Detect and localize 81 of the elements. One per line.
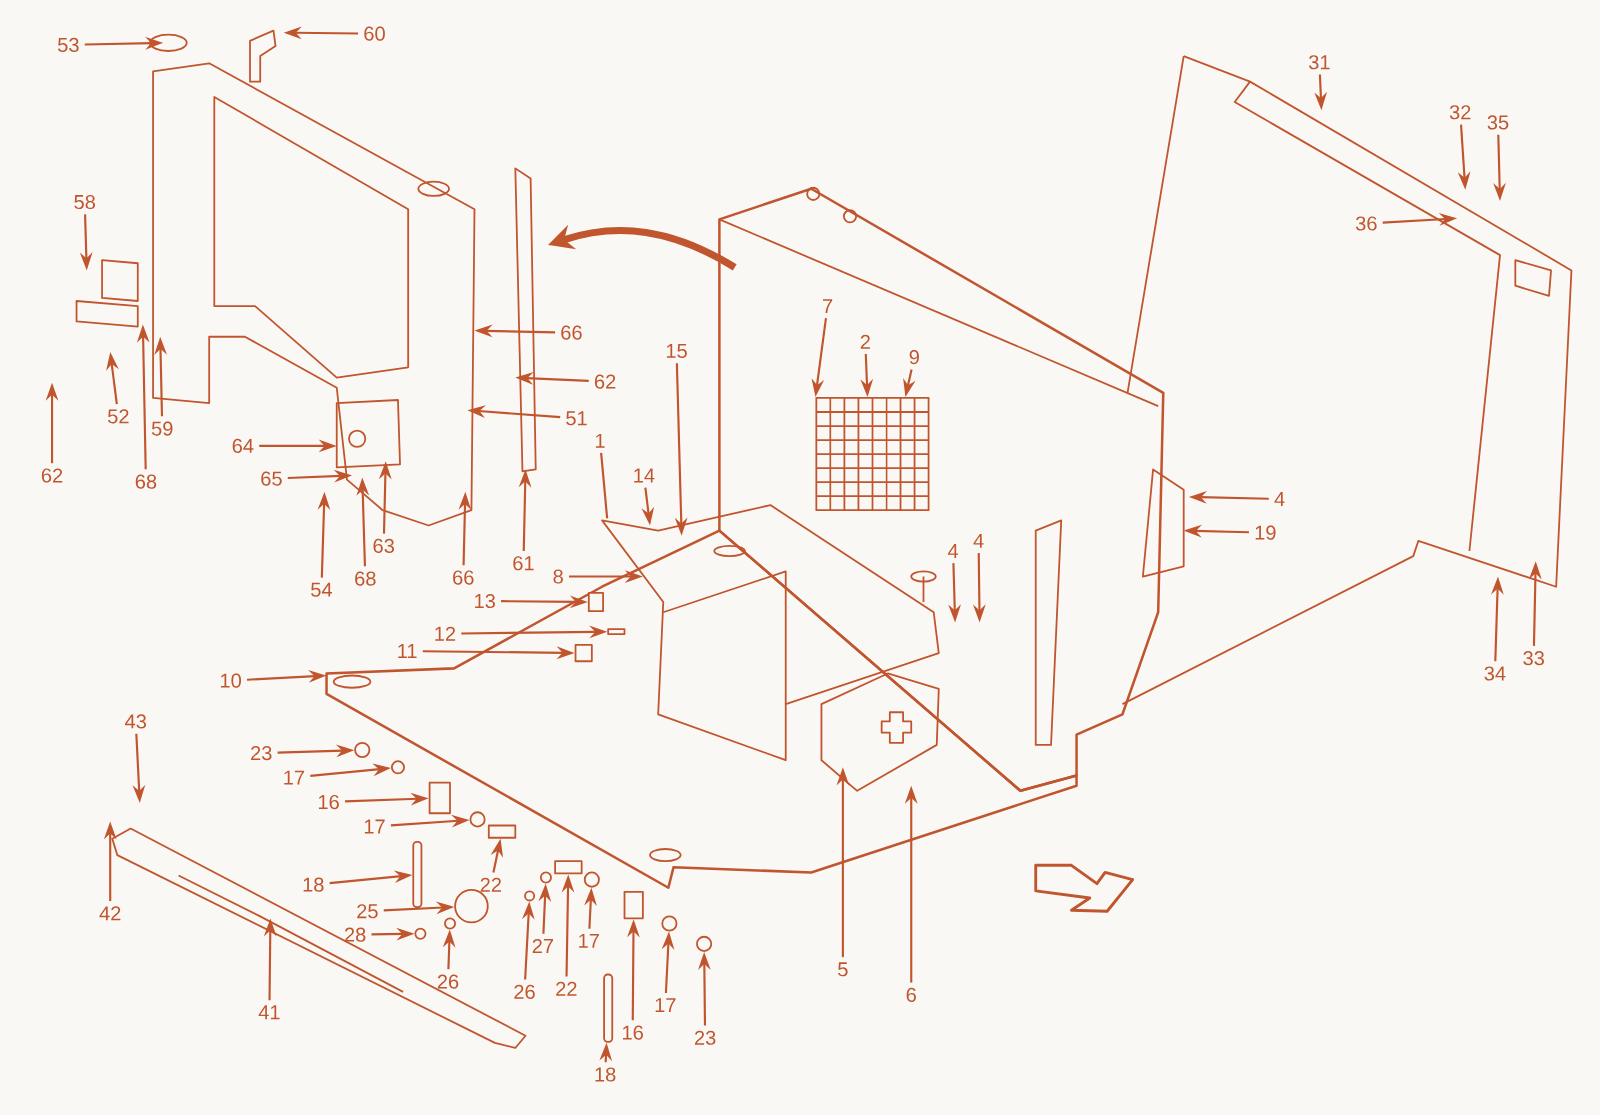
callout-number: 23: [694, 1030, 716, 1045]
bracket: [428, 781, 451, 814]
callout-number: 17: [364, 819, 385, 834]
callout-number: 61: [513, 556, 534, 571]
callout-number: 8: [553, 569, 563, 584]
callout-number: 25: [357, 904, 378, 919]
pin: [607, 628, 626, 635]
callout-number: 5: [838, 962, 848, 977]
washer: [444, 917, 456, 930]
grille: [815, 396, 930, 511]
callout-number: 17: [284, 770, 305, 785]
callout-number: 16: [318, 794, 339, 809]
bracket: [623, 890, 644, 920]
callout-number: 60: [364, 26, 385, 41]
nut: [696, 935, 713, 952]
callout-number: 64: [232, 438, 254, 453]
callout-number: 43: [125, 714, 146, 729]
callout-number: 17: [655, 998, 676, 1012]
callout-number: 31: [1309, 55, 1330, 70]
washer: [524, 890, 536, 902]
callout-number: 66: [453, 570, 474, 585]
callout-number: 2: [860, 334, 870, 349]
callout-number: 36: [1355, 216, 1377, 231]
latch: [587, 591, 604, 612]
callout-number: 65: [261, 471, 282, 486]
callout-number: 32: [1449, 105, 1471, 120]
washer: [390, 760, 405, 775]
washer: [583, 871, 600, 888]
callout-number: 4: [1274, 491, 1285, 506]
callout-number: 42: [99, 906, 121, 921]
nut: [354, 741, 371, 758]
callout-number: 7: [823, 299, 833, 313]
callout-number: 34: [1484, 666, 1506, 681]
pin: [603, 973, 614, 1043]
leader-line: [600, 452, 609, 519]
callout-number: 54: [311, 582, 332, 597]
callout-number: 9: [909, 349, 919, 365]
callout-number: 41: [258, 1005, 280, 1019]
callout-number: 17: [579, 933, 599, 948]
callout-number: 62: [594, 374, 616, 389]
bolt: [487, 824, 517, 839]
washer: [469, 811, 486, 828]
callout-number: 13: [475, 593, 495, 608]
callout-number: 62: [41, 468, 63, 483]
callout-number: 12: [435, 626, 456, 641]
callout-number: 35: [1487, 115, 1509, 130]
callout-number: 18: [595, 1067, 616, 1082]
callout-number: 59: [151, 421, 173, 436]
callout-number: 33: [1523, 650, 1544, 666]
screw: [414, 927, 427, 940]
callout-number: 26: [437, 974, 459, 989]
callout-number: 22: [480, 877, 501, 892]
callout-number: 52: [108, 409, 129, 424]
callout-number: 63: [373, 538, 394, 553]
callout-number: 51: [566, 411, 587, 426]
callout-number: 14: [634, 468, 655, 483]
bolt: [554, 860, 583, 875]
callout-number: 28: [344, 927, 366, 942]
callout-number: 68: [355, 571, 376, 586]
callout-number: 26: [514, 984, 535, 999]
callout-number: 4: [947, 543, 959, 558]
callout-number: 18: [303, 877, 324, 892]
callout-number: 68: [135, 474, 157, 489]
callout-number: 22: [556, 981, 577, 996]
callout-number: 4: [973, 533, 984, 548]
callout-number: 58: [74, 194, 95, 209]
latch: [574, 643, 593, 662]
callout-number: 10: [220, 673, 241, 688]
callout-number: 27: [532, 938, 554, 953]
callout-number: 11: [398, 643, 417, 658]
callout-number: 23: [251, 745, 272, 760]
callout-number: 16: [623, 1025, 643, 1040]
washer: [661, 915, 678, 932]
callout-number: 15: [666, 343, 687, 358]
callout-number: 53: [58, 37, 79, 52]
callout-number: 1: [595, 433, 605, 448]
callout-number: 66: [561, 325, 582, 340]
nut: [539, 871, 552, 884]
callout-number: 19: [1255, 525, 1276, 540]
callout-number: 6: [906, 987, 916, 1002]
pin: [412, 840, 423, 908]
